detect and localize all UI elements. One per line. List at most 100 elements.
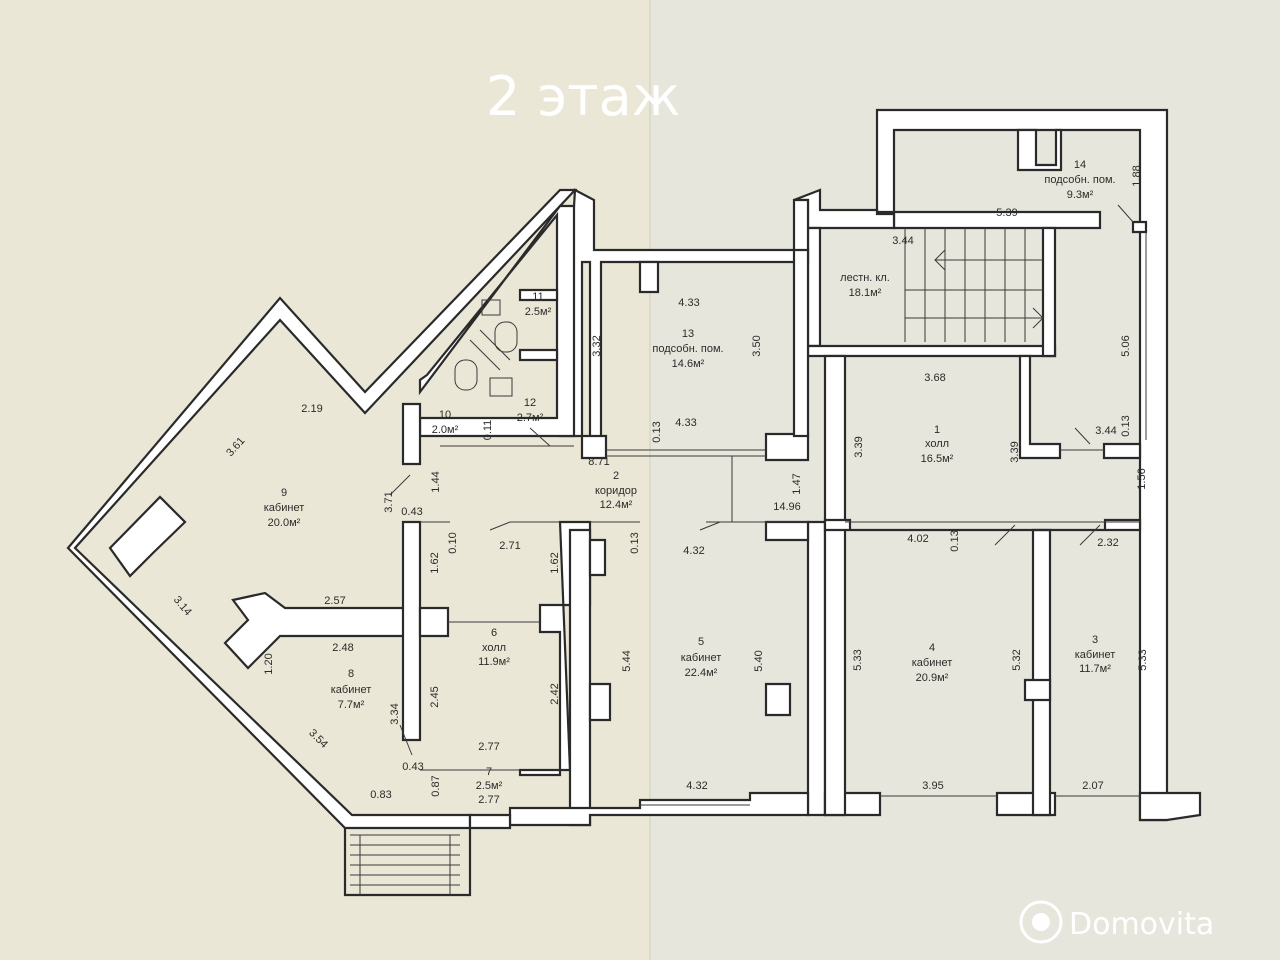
svg-text:1.20: 1.20 [263,653,275,674]
watermark-brand: Domovita [1069,907,1214,942]
svg-text:1.47: 1.47 [791,473,803,494]
outer-wall-south [1138,791,1202,822]
svg-text:0.13: 0.13 [629,532,641,553]
svg-text:5.33: 5.33 [852,649,864,670]
wall-4-3-notch [1023,678,1052,702]
room-label-10: 10 2.0м² [432,409,459,436]
domovita-logo-icon [1019,900,1063,944]
svg-text:5.32: 5.32 [1011,649,1023,670]
svg-text:0.43: 0.43 [401,506,422,518]
svg-text:3.44: 3.44 [1095,425,1116,437]
svg-text:4.32: 4.32 [686,780,707,792]
room-label-1: 1 холл 16.5м² [921,424,954,465]
svg-text:0.13: 0.13 [1120,415,1132,436]
svg-text:18.1м²: 18.1м² [849,287,882,299]
svg-text:2.32: 2.32 [1097,537,1118,549]
wall-4-west [823,354,847,817]
svg-text:2.07: 2.07 [1082,780,1103,792]
wall-wing-north [558,188,810,442]
floor-title: 2 этаж [486,65,680,128]
svg-text:22.4м²: 22.4м² [685,667,718,679]
wall-hall-1 [1018,354,1062,460]
room-label-stairwell: лестн. кл. 18.1м² [840,272,890,299]
watermark: Domovita [1019,900,1214,944]
wall-hall-1-bottom [823,518,1142,532]
wall-diag-inner [418,204,576,438]
svg-text:9.3м²: 9.3м² [1067,189,1094,201]
wall-9-east [401,402,422,466]
wall-stair-east [1041,226,1057,358]
svg-text:2.5м²: 2.5м² [476,780,503,792]
svg-text:кабинет: кабинет [331,684,371,696]
outer-wall-east [875,108,1169,822]
svg-text:14.96: 14.96 [773,501,801,513]
svg-text:1.88: 1.88 [1131,165,1143,186]
wall-4-3 [1031,528,1052,817]
svg-text:5: 5 [698,636,704,648]
svg-text:8.71: 8.71 [588,456,609,468]
wall-lower-7 [468,813,512,830]
svg-text:кабинет: кабинет [681,652,721,664]
svg-text:9: 9 [281,487,287,499]
svg-text:5.44: 5.44 [621,650,633,671]
svg-text:2.48: 2.48 [332,642,353,654]
svg-text:подсобн. пом.: подсобн. пом. [652,343,723,355]
svg-text:холл: холл [925,438,949,450]
svg-text:5.33: 5.33 [1137,649,1149,670]
wall-13-east [792,248,810,438]
svg-text:лестн. кл.: лестн. кл. [840,272,890,284]
svg-text:12.4м²: 12.4м² [600,499,633,511]
svg-text:кабинет: кабинет [912,657,952,669]
svg-text:1: 1 [934,424,940,436]
svg-text:2.7м²: 2.7м² [517,412,544,424]
svg-text:4.32: 4.32 [683,545,704,557]
svg-text:10: 10 [439,409,451,421]
room-label-8: 8 кабинет 7.7м² [331,668,371,711]
wall-9-notch [108,495,187,578]
room-label-3: 3 кабинет 11.7м² [1075,634,1115,675]
wall-13-south-r [764,432,810,462]
svg-text:3.68: 3.68 [924,372,945,384]
room-label-11: 11 2.5м² [525,291,552,318]
wall-wc [518,288,559,362]
svg-text:0.11: 0.11 [482,420,494,441]
wall-13-notch [638,260,660,294]
svg-text:14.6м²: 14.6м² [672,358,705,370]
svg-text:подсобн. пом.: подсобн. пом. [1044,174,1115,186]
wall-stair-west [806,226,822,348]
svg-text:1.44: 1.44 [430,471,442,492]
svg-text:0.83: 0.83 [370,789,391,801]
wall-9-6 [401,520,422,742]
wall-13-south [580,434,608,460]
svg-text:2.42: 2.42 [549,683,561,704]
wall-hall-1-r [1102,442,1142,460]
svg-text:0.43: 0.43 [402,761,423,773]
svg-text:4.33: 4.33 [678,297,699,309]
svg-text:2: 2 [613,470,619,482]
wall-6-h [418,606,450,638]
svg-text:кабинет: кабинет [1075,649,1115,661]
room-label-9: 9 кабинет 20.0м² [264,487,304,529]
svg-text:5.40: 5.40 [753,650,765,671]
svg-text:2.0м²: 2.0м² [432,424,459,436]
svg-text:3.34: 3.34 [389,703,401,724]
svg-text:14: 14 [1074,159,1086,171]
svg-text:коридор: коридор [595,485,637,497]
wall-14-notch [1016,128,1063,172]
svg-text:5.06: 5.06 [1120,335,1132,356]
svg-text:7.7м²: 7.7м² [338,699,365,711]
svg-text:3.71: 3.71 [383,491,395,512]
room-label-5: 5 кабинет 22.4м² [681,636,721,679]
room-label-2: 2 коридор 12.4м² [595,470,637,511]
dimension-labels: 1.88 5.39 3.44 4.33 3.32 3.50 4.33 0.13 … [171,165,1149,806]
wall-9-8 [223,591,407,670]
svg-text:2.57: 2.57 [324,595,345,607]
svg-text:4: 4 [929,642,935,654]
svg-text:2.71: 2.71 [499,540,520,552]
svg-text:3.39: 3.39 [853,436,865,457]
svg-text:6: 6 [491,627,497,639]
svg-text:0.87: 0.87 [430,775,442,796]
svg-text:2.77: 2.77 [478,794,499,806]
svg-text:12: 12 [524,397,536,409]
